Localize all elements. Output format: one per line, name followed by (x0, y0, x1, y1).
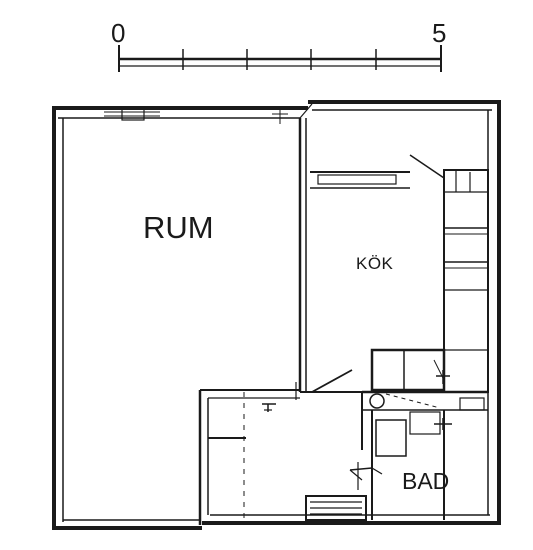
kitchen-door (295, 369, 372, 400)
scale-end-label: 5 (432, 18, 446, 48)
exterior-walls (52, 100, 501, 530)
bathroom-door (349, 462, 383, 490)
entrance-walls (198, 389, 300, 525)
kitchen-counter (443, 169, 489, 393)
bottom-radiator (305, 495, 367, 521)
kitchen-upper-fitting (310, 154, 445, 189)
closets (370, 348, 446, 392)
interior-wall-rum-kok (272, 103, 313, 392)
scale-bar: 0 5 (111, 18, 446, 72)
room-label-rum: RUM (143, 210, 214, 245)
room-label-kok: KÖK (356, 254, 394, 273)
room-label-bad: BAD (402, 468, 449, 494)
scale-start-label: 0 (111, 18, 125, 48)
bathroom-walls (361, 370, 488, 520)
